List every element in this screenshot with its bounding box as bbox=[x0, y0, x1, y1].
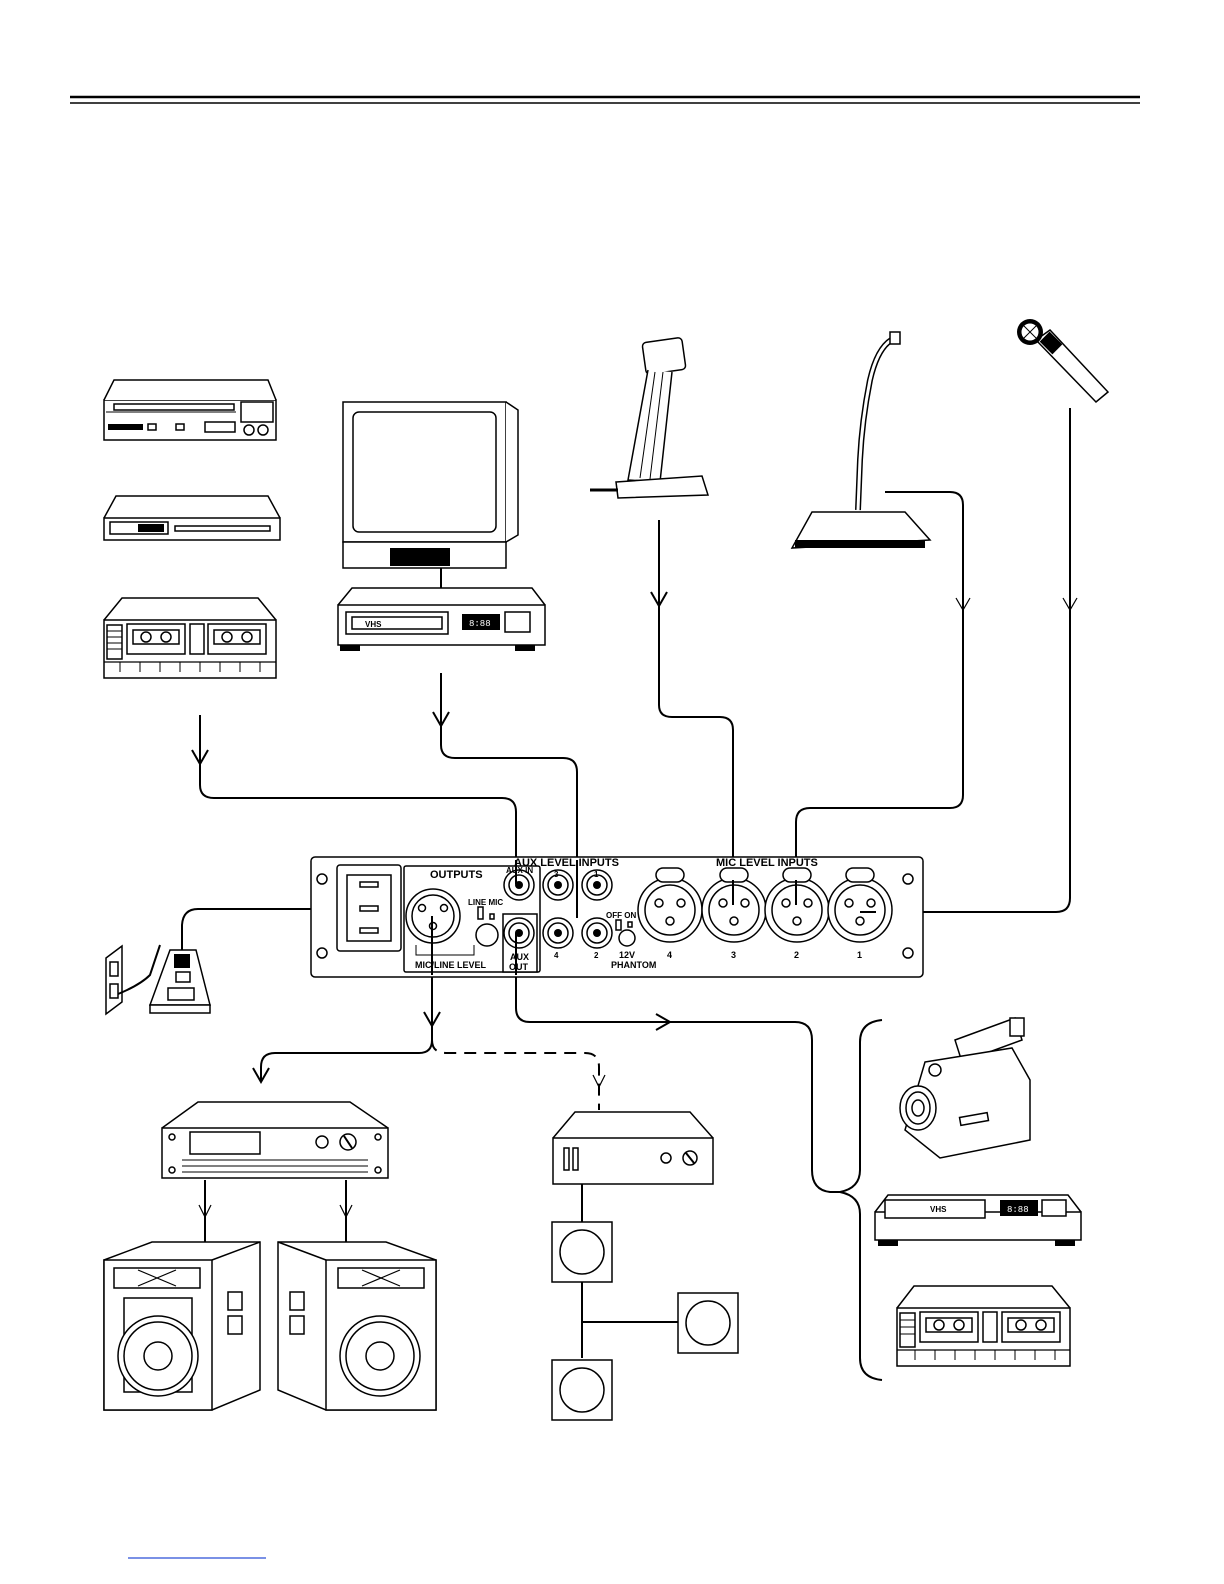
dual-cassette-deck bbox=[104, 598, 276, 678]
aux-input-number-4: 4 bbox=[554, 951, 559, 960]
cable-deskmic-to-mic3 bbox=[659, 520, 733, 900]
aux-input-number-3: 3 bbox=[554, 870, 559, 879]
ceiling-speaker-2 bbox=[678, 1293, 738, 1353]
outputs-label: OUTPUTS bbox=[430, 869, 483, 881]
header-rule bbox=[70, 97, 1140, 103]
distribution-amplifier bbox=[553, 1112, 713, 1184]
vcr-display-bottom: 8:88 bbox=[1007, 1205, 1029, 1215]
aux-level-inputs-label: AUX LEVEL INPUTS bbox=[514, 857, 619, 869]
off-on-label: OFF ON bbox=[606, 911, 636, 920]
aux-out-label-1: AUX bbox=[510, 952, 529, 962]
mic-level-inputs-label: MIC LEVEL INPUTS bbox=[716, 857, 818, 869]
cable-gooseneck-to-mic2 bbox=[796, 492, 963, 900]
cable-handheld-to-mic1 bbox=[876, 408, 1070, 912]
aux-input-number-1: 1 bbox=[594, 870, 599, 879]
vhs-label-top: VHS bbox=[365, 620, 382, 629]
mic-input-number-2: 2 bbox=[794, 950, 799, 960]
handheld-microphone bbox=[1017, 319, 1108, 402]
tuner bbox=[104, 496, 280, 540]
speaker-right bbox=[278, 1242, 436, 1410]
power-strip bbox=[150, 950, 210, 1013]
power-amplifier bbox=[162, 1102, 388, 1178]
mic-input-number-1: 1 bbox=[857, 950, 862, 960]
vcr-display-top: 8:88 bbox=[469, 619, 491, 629]
dual-cassette-deck-bottom bbox=[897, 1286, 1070, 1366]
cable-output-dashed bbox=[432, 1040, 599, 1110]
ceiling-speaker-1 bbox=[552, 1222, 612, 1282]
tv-monitor bbox=[343, 402, 518, 590]
phantom-label: PHANTOM bbox=[611, 960, 656, 970]
line-mic-label: LINE MIC bbox=[468, 898, 503, 907]
gooseneck-microphone bbox=[792, 332, 930, 548]
mic-input-number-3: 3 bbox=[731, 950, 736, 960]
vcr-bottom: VHS 8:88 bbox=[875, 1195, 1081, 1246]
vcr-top: VHS 8:88 bbox=[338, 588, 545, 651]
phantom-voltage-label: 12V bbox=[619, 950, 635, 960]
camcorder bbox=[900, 1018, 1030, 1158]
cable-audio-to-aux-in bbox=[200, 715, 516, 880]
cd-player bbox=[104, 380, 276, 440]
aux-input-number-2: 2 bbox=[594, 951, 599, 960]
aux-out-label-2: OUT bbox=[509, 962, 529, 972]
mic-line-level-label: MIC/LINE LEVEL bbox=[415, 960, 487, 970]
ceiling-speaker-3 bbox=[552, 1360, 612, 1420]
desk-microphone bbox=[590, 337, 708, 498]
vhs-label-bottom: VHS bbox=[930, 1205, 947, 1214]
mic-input-number-4: 4 bbox=[667, 950, 672, 960]
speaker-left bbox=[104, 1242, 260, 1410]
recorders-bracket bbox=[840, 1020, 882, 1380]
rear-panel: OUTPUTS LINE MIC MIC/LINE LEVEL AUX IN A… bbox=[311, 857, 923, 977]
